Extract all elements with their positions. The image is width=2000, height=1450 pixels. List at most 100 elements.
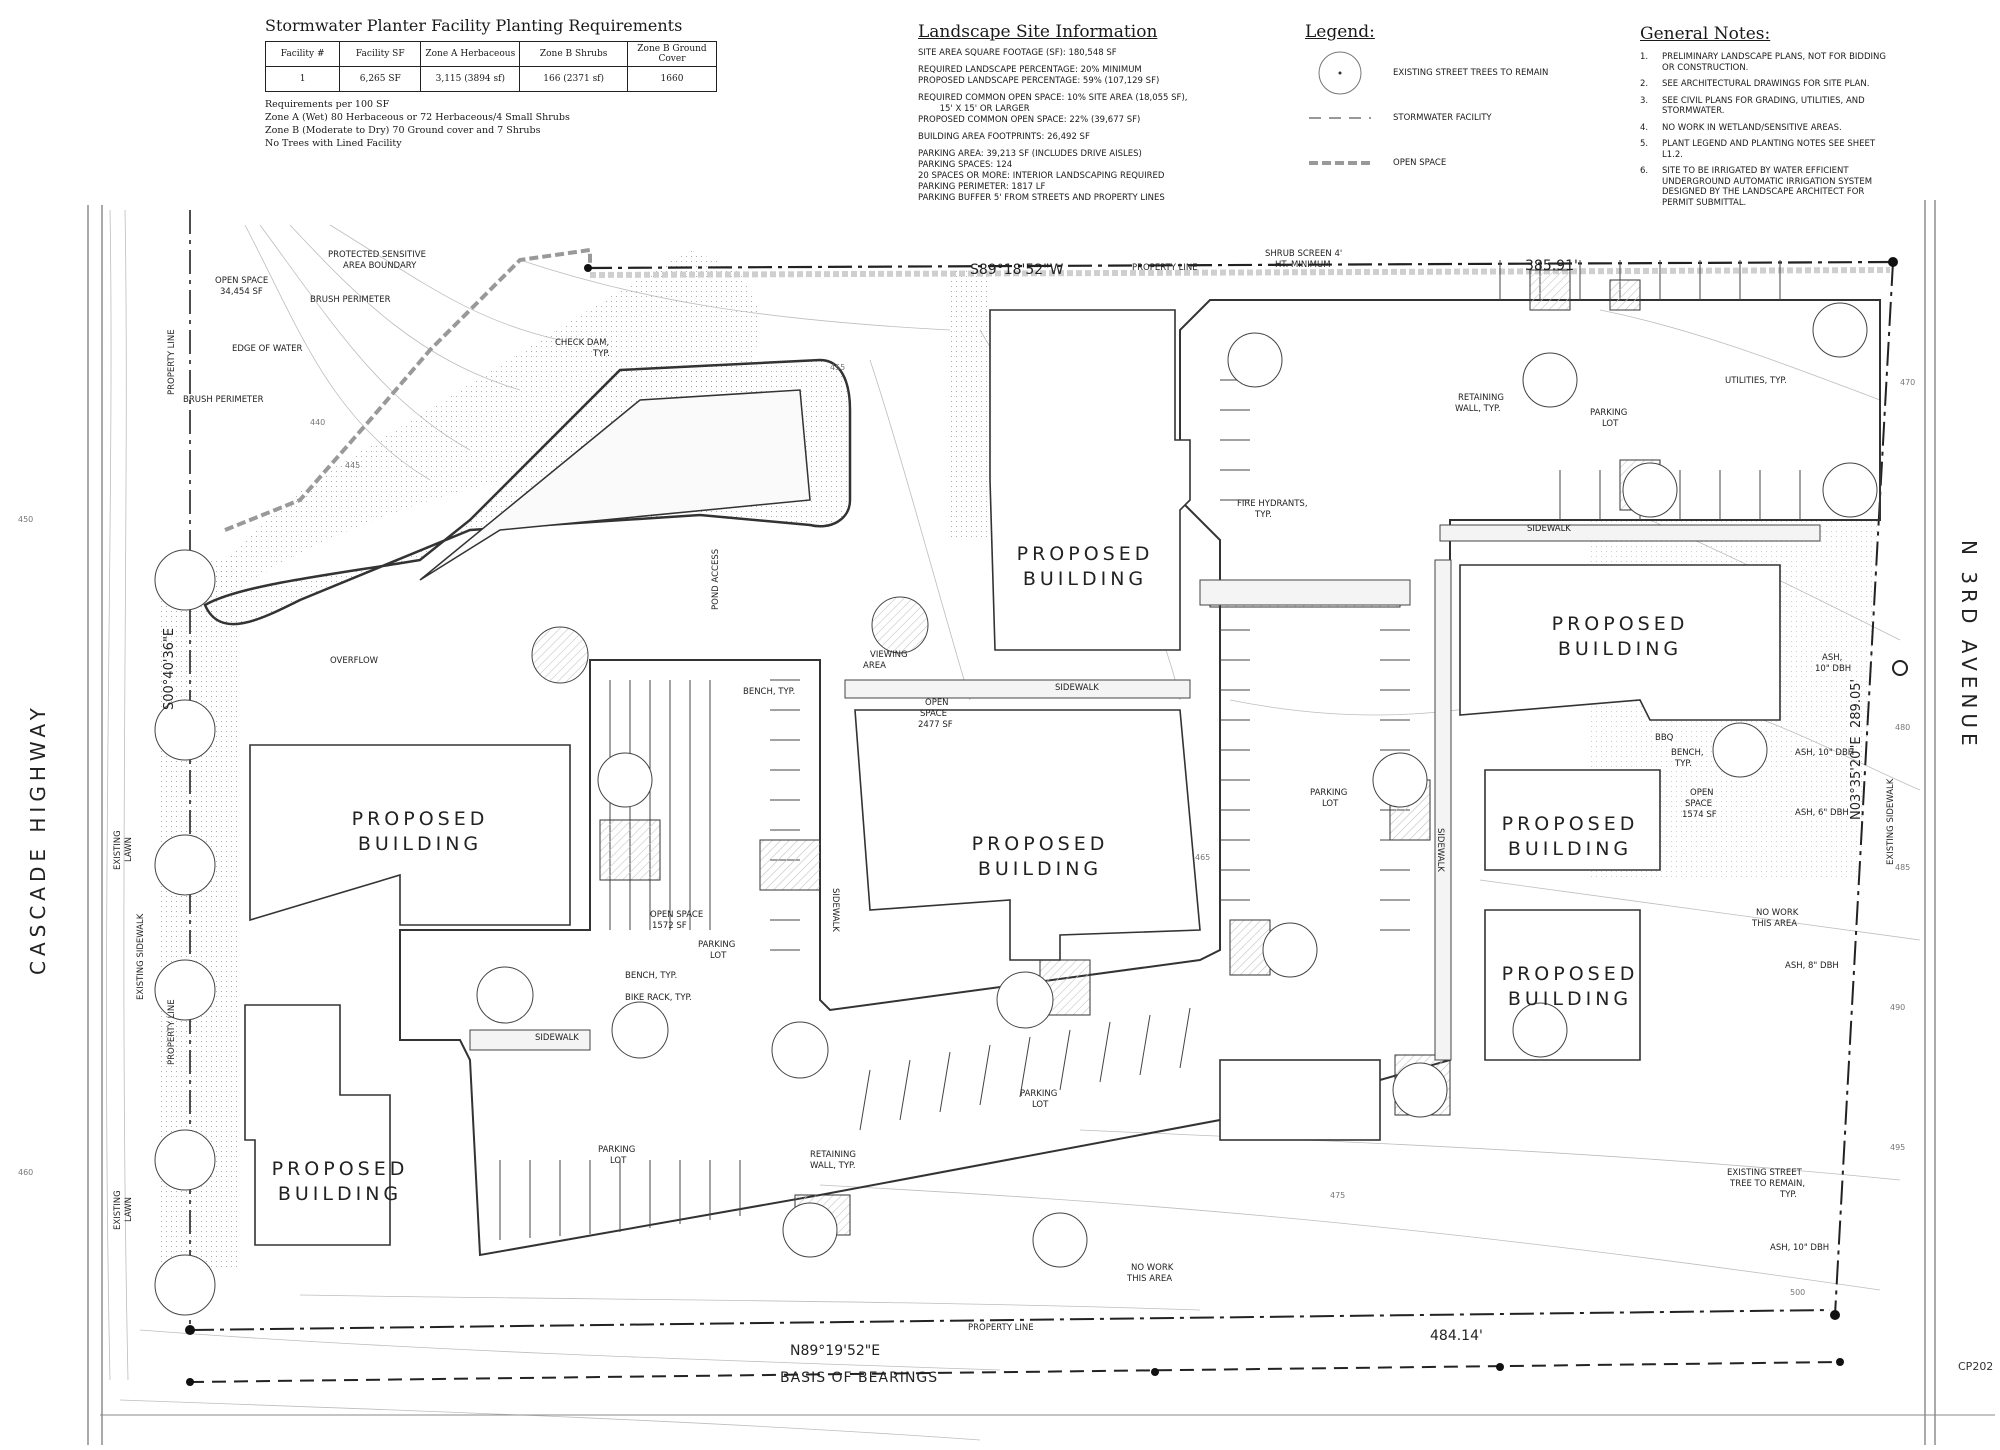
legend-label: STORMWATER FACILITY (1393, 112, 1492, 123)
info-line: PARKING BUFFER 5' FROM STREETS AND PROPE… (918, 193, 1165, 203)
annotation: UTILITIES, TYP. (1725, 376, 1787, 386)
annotation: EXISTING SIDEWALK (1886, 778, 1896, 865)
general-notes-title: General Notes: (1640, 24, 1771, 44)
north-property-line (587, 260, 1894, 270)
distance-east: 289.05' (1849, 679, 1864, 728)
table-header: Zone A Herbaceous (420, 41, 521, 67)
note-item: 5.PLANT LEGEND AND PLANTING NOTES SEE SH… (1640, 139, 1876, 160)
contour-label: 495 (1890, 1143, 1905, 1152)
annotation: PARKING (698, 940, 735, 950)
annotation: NO WORK (1131, 1263, 1174, 1273)
tree (154, 549, 216, 611)
table-cell: 6,265 SF (339, 66, 422, 92)
note-item: 6.SITE TO BE IRRIGATED BY WATER EFFICIEN… (1640, 166, 1873, 208)
annotation: OVERFLOW (330, 656, 379, 666)
table-cell: 166 (2371 sf) (519, 66, 628, 92)
legend-label: EXISTING STREET TREES TO REMAIN (1393, 67, 1549, 78)
annotation: EXISTING (113, 1190, 123, 1230)
tree (871, 596, 929, 654)
annotation: LOT (710, 951, 727, 961)
tree (154, 959, 216, 1021)
annotation: BENCH, (1671, 748, 1704, 758)
table-header: Facility # (264, 41, 341, 67)
building-label: PROPOSED (272, 1158, 409, 1180)
annotation: FIRE HYDRANTS, (1237, 499, 1308, 509)
annotation: TYP. (1779, 1190, 1797, 1200)
table-cell: 1 (264, 66, 341, 92)
annotation: HT. MINIMUM (1275, 260, 1331, 270)
contour-label: 490 (1890, 1003, 1905, 1012)
tree (996, 971, 1054, 1029)
tree (154, 834, 216, 896)
contour-label: 480 (1895, 723, 1910, 732)
annotation: 10" DBH (1815, 664, 1851, 674)
building-label: PROPOSED (1502, 813, 1639, 835)
legend-title: Legend: (1305, 22, 1375, 42)
info-line: SITE AREA SQUARE FOOTAGE (SF): 180,548 S… (918, 48, 1117, 58)
annotation: SIDEWALK (1055, 683, 1099, 693)
hedge-row-north (589, 267, 1891, 278)
annotation: OPEN SPACE (215, 276, 268, 286)
bearing-south: N89°19'52"E (790, 1343, 880, 1359)
annotation: TYP. (1254, 510, 1272, 520)
annotation: VIEWING (870, 650, 908, 660)
contour-label: 440 (310, 418, 325, 427)
annotation: NO WORK (1756, 908, 1799, 918)
annotation: POND ACCESS (711, 549, 721, 610)
tree (597, 752, 653, 808)
building-label: BUILDING (358, 833, 482, 855)
planter-requirements-block: Stormwater Planter Facility Planting Req… (264, 16, 717, 150)
legend-item: OPEN SPACE (1305, 140, 1548, 185)
annotation: LOT (610, 1156, 627, 1166)
building-label: PROPOSED (1502, 963, 1639, 985)
annotation: RETAINING (1458, 393, 1504, 403)
annotation: AREA (863, 661, 886, 671)
annotation: SIDEWALK (1435, 828, 1445, 872)
bearing-north: S89°18'52"W (970, 262, 1064, 278)
info-line: 15' X 15' OR LARGER (918, 104, 1030, 114)
building-nw (249, 744, 571, 926)
contour-label: 465 (1195, 853, 1210, 862)
contour-label: 460 (18, 1168, 33, 1177)
annotation: BBQ (1655, 733, 1674, 743)
annotation: PARKING (1590, 408, 1627, 418)
info-line: REQUIRED COMMON OPEN SPACE: 10% SITE ARE… (918, 93, 1188, 103)
contour-label: 500 (1790, 1288, 1805, 1297)
annotation: OPEN (925, 698, 949, 708)
annotation: ASH, 10" DBH (1770, 1243, 1829, 1253)
annotation: LOT (1032, 1100, 1049, 1110)
building-label: PROPOSED (1552, 613, 1689, 635)
annotation: SIDEWALK (535, 1033, 579, 1043)
table-header: Facility SF (339, 41, 422, 67)
info-line: PROPOSED COMMON OPEN SPACE: 22% (39,677 … (918, 115, 1141, 125)
annotation: THIS AREA (1751, 919, 1797, 929)
stormwater-pond (203, 358, 852, 626)
planter-table: Facility # Facility SF Zone A Herbaceous… (264, 41, 717, 92)
building-label: BUILDING (1508, 988, 1632, 1010)
info-line: PARKING AREA: 39,213 SF (INCLUDES DRIVE … (918, 149, 1142, 159)
annotation: 1572 SF (652, 921, 687, 931)
bearing-west: S00°40'36"E (162, 628, 177, 710)
annotation: WALL, TYP. (1455, 404, 1501, 414)
annotation: TYP. (592, 349, 610, 359)
trees (154, 302, 1878, 1316)
building-sw (244, 1004, 391, 1246)
info-line: PARKING SPACES: 124 (918, 160, 1013, 170)
table-cell: 1660 (627, 66, 717, 92)
building-label: PROPOSED (352, 808, 489, 830)
contour-label: 485 (1895, 863, 1910, 872)
annotation: SPACE (1685, 799, 1712, 809)
tree (154, 699, 216, 761)
site-info-block: Landscape Site Information SITE AREA SQU… (918, 22, 1187, 204)
tree (1227, 332, 1283, 388)
protected-boundary (224, 247, 592, 532)
tree (1512, 1002, 1568, 1058)
tree (154, 1254, 216, 1316)
info-line: PARKING PERIMETER: 1817 LF (918, 182, 1046, 192)
annotation: PARKING (598, 1145, 635, 1155)
table-cell: 3,115 (3894 sf) (420, 66, 521, 92)
annotation: EXISTING STREET (1727, 1168, 1803, 1178)
street-label-east: N 3RD AVENUE (1957, 540, 1981, 751)
buildings (244, 309, 1781, 1246)
